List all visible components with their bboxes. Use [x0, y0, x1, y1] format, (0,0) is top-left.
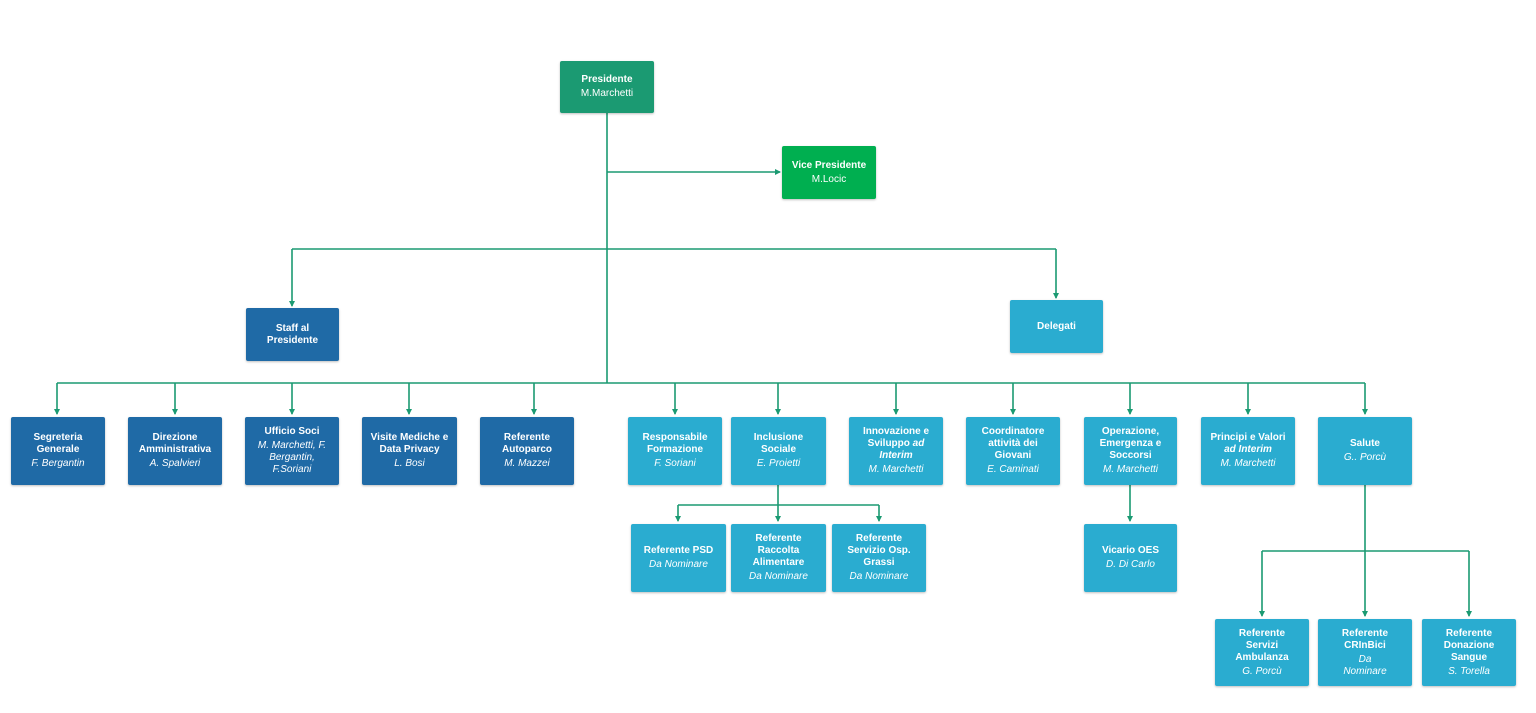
- child-name: S. Torella: [1448, 665, 1490, 677]
- unit-title: Operazione, Emergenza e Soccorsi: [1099, 426, 1162, 461]
- unit-title: Innovazione e Sviluppo ad Interim: [857, 426, 935, 462]
- staff-title: Staff al Presidente: [266, 322, 319, 346]
- box-referente-grassi: Referente Servizio Osp. Grassi Da Nomina…: [832, 524, 926, 592]
- vice-presidente-name: M.Locic: [811, 173, 847, 185]
- box-direzione-amministrativa: Direzione Amministrativa A. Spalvieri: [128, 417, 222, 485]
- unit-title: Responsabile Formazione: [642, 432, 708, 455]
- box-presidente: Presidente M.Marchetti: [560, 61, 654, 113]
- child-name: D. Di Carlo: [1106, 559, 1155, 570]
- unit-name: F. Soriani: [654, 458, 696, 469]
- child-name: Da Nominare: [749, 571, 808, 582]
- child-name: Da Nominare: [1343, 653, 1387, 677]
- child-title: Referente PSD: [643, 545, 714, 556]
- vice-presidente-title: Vice Presidente: [791, 159, 867, 171]
- unit-title-text: Principi e Valori: [1210, 432, 1286, 443]
- unit-title: Segreteria Generale: [33, 432, 83, 455]
- unit-name: M. Marchetti, F. Bergantin, F.Soriani: [257, 440, 327, 475]
- box-referente-raccolta: Referente Raccolta Alimentare Da Nominar…: [731, 524, 826, 592]
- unit-name: L. Bosi: [394, 458, 425, 469]
- unit-title: Visite Mediche e Data Privacy: [370, 432, 449, 455]
- child-name: G. Porcù: [1242, 665, 1282, 677]
- unit-title: Ufficio Soci: [264, 426, 320, 437]
- unit-title-suffix: ad Interim: [879, 438, 925, 461]
- unit-title: Referente Autoparco: [502, 432, 552, 455]
- box-salute: Salute G.. Porcù: [1318, 417, 1412, 485]
- unit-name: A. Spalvieri: [149, 458, 201, 469]
- box-visite-mediche: Visite Mediche e Data Privacy L. Bosi: [362, 417, 457, 485]
- delegati-title: Delegati: [1037, 320, 1076, 332]
- box-referente-crinbici: Referente CRInBici Da Nominare: [1318, 619, 1412, 686]
- unit-title-suffix: ad Interim: [1224, 444, 1272, 455]
- child-title: Vicario OES: [1101, 545, 1160, 556]
- presidente-name: M.Marchetti: [580, 88, 634, 99]
- unit-name: G.. Porcù: [1343, 452, 1387, 463]
- box-coordinatore-giovani: Coordinatore attività dei Giovani E. Cam…: [966, 417, 1060, 485]
- box-inclusione-sociale: Inclusione Sociale E. Proietti: [731, 417, 826, 485]
- box-operazione-emergenza: Operazione, Emergenza e Soccorsi M. Marc…: [1084, 417, 1177, 485]
- unit-name: M. Mazzei: [504, 458, 550, 469]
- child-title: Referente Raccolta Alimentare: [752, 533, 805, 568]
- child-title: Referente Servizi Ambulanza: [1235, 627, 1289, 663]
- unit-name: E. Caminati: [987, 464, 1039, 475]
- child-title: Referente Donazione Sangue: [1443, 627, 1495, 663]
- box-referente-ambulanza: Referente Servizi Ambulanza G. Porcù: [1215, 619, 1309, 686]
- child-title: Referente CRInBici: [1341, 627, 1389, 651]
- unit-title: Salute: [1349, 438, 1380, 449]
- box-vice-presidente: Vice Presidente M.Locic: [782, 146, 876, 199]
- box-ufficio-soci: Ufficio Soci M. Marchetti, F. Bergantin,…: [245, 417, 339, 485]
- child-title: Referente Servizio Osp. Grassi: [847, 533, 911, 568]
- box-referente-psd: Referente PSD Da Nominare: [631, 524, 726, 592]
- box-staff: Staff al Presidente: [246, 308, 339, 361]
- box-delegati: Delegati: [1010, 300, 1103, 353]
- box-referente-autoparco: Referente Autoparco M. Mazzei: [480, 417, 574, 485]
- unit-name: M. Marchetti: [1102, 464, 1158, 475]
- box-referente-sangue: Referente Donazione Sangue S. Torella: [1422, 619, 1516, 686]
- box-innovazione-sviluppo: Innovazione e Sviluppo ad Interim M. Mar…: [849, 417, 943, 485]
- box-vicario-oes: Vicario OES D. Di Carlo: [1084, 524, 1177, 592]
- unit-title: Inclusione Sociale: [753, 432, 804, 455]
- child-name: Da Nominare: [649, 559, 708, 570]
- unit-name: F. Bergantin: [31, 458, 85, 469]
- box-responsabile-formazione: Responsabile Formazione F. Soriani: [628, 417, 722, 485]
- unit-name: M. Marchetti: [868, 464, 924, 475]
- unit-title: Direzione Amministrativa: [138, 432, 212, 455]
- unit-name: E. Proietti: [756, 458, 801, 469]
- unit-name: M. Marchetti: [1220, 458, 1276, 469]
- box-segreteria-generale: Segreteria Generale F. Bergantin: [11, 417, 105, 485]
- presidente-title: Presidente: [581, 74, 633, 85]
- child-name: Da Nominare: [849, 571, 909, 582]
- unit-title: Coordinatore attività dei Giovani: [981, 426, 1045, 461]
- unit-title-text: Innovazione e Sviluppo: [862, 426, 930, 449]
